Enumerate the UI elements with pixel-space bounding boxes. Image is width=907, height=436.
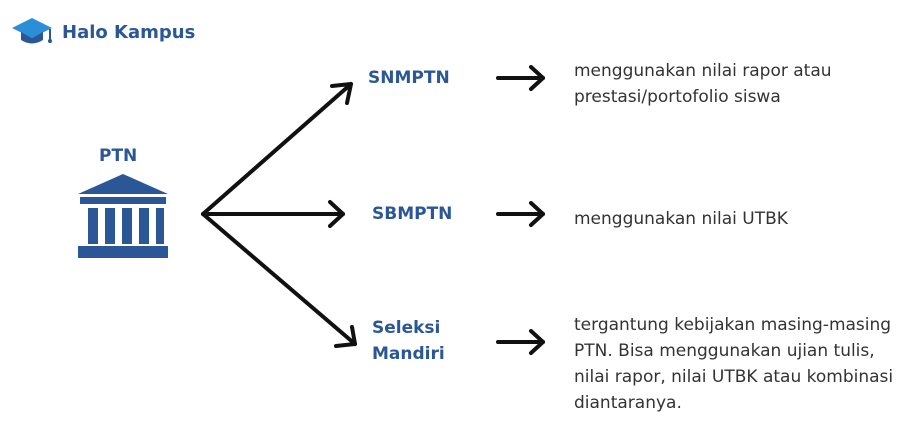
brand: Halo Kampus <box>10 14 195 50</box>
graduation-cap-icon <box>12 18 52 44</box>
university-building-icon <box>78 174 168 258</box>
route-name-mandiri: Seleksi Mandiri <box>372 318 445 364</box>
route-desc-mandiri: tergantung kebijakan masing-masing PTN. … <box>574 315 894 413</box>
source-label: PTN <box>99 146 138 166</box>
desc-arrow-mandiri <box>496 329 545 355</box>
route-desc-snmptn: menggunakan nilai rapor atau prestasi/po… <box>574 61 832 107</box>
brand-name: Halo Kampus <box>62 21 196 43</box>
route-desc-sbmptn: menggunakan nilai UTBK <box>574 209 788 229</box>
branch-arrow-mandiri <box>201 212 357 348</box>
desc-arrow-sbmptn <box>496 201 545 227</box>
desc-arrow-snmptn <box>496 65 545 91</box>
route-name-snmptn: SNMPTN <box>368 68 450 88</box>
branch-arrow-snmptn <box>201 82 353 216</box>
branch-arrow-sbmptn <box>201 200 345 228</box>
route-name-sbmptn: SBMPTN <box>372 204 453 224</box>
